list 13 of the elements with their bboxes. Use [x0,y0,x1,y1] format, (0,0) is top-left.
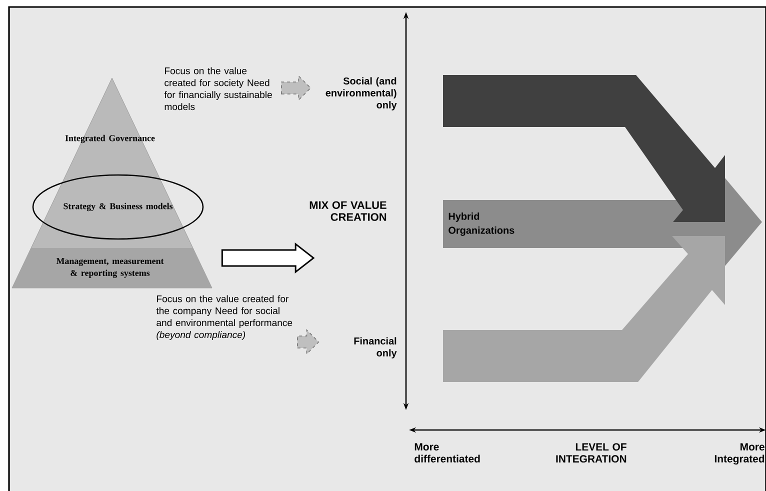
category-label: Financial only [354,337,397,358]
description-text: Focus on the value created for the company Need for social and environmental performance (beyond compliance) [156,295,292,340]
category-label: Social (and environmental) only [326,77,397,110]
node-label: Integrated Governance [65,134,155,144]
axis-label: MIX OF VALUE CREATION [310,201,386,221]
block-arrow [281,75,312,101]
block-arrow [221,242,315,274]
node-label: Management, measurement & reporting systems [56,258,164,278]
block-arrow [297,329,320,355]
axis-label: More differentiated [414,443,480,462]
description-text: Focus on the value created for society Need for financially sustainable models [164,67,272,110]
axis-label: LEVEL OF INTEGRATION [556,443,626,463]
axis-label: More Integrated [714,443,764,465]
